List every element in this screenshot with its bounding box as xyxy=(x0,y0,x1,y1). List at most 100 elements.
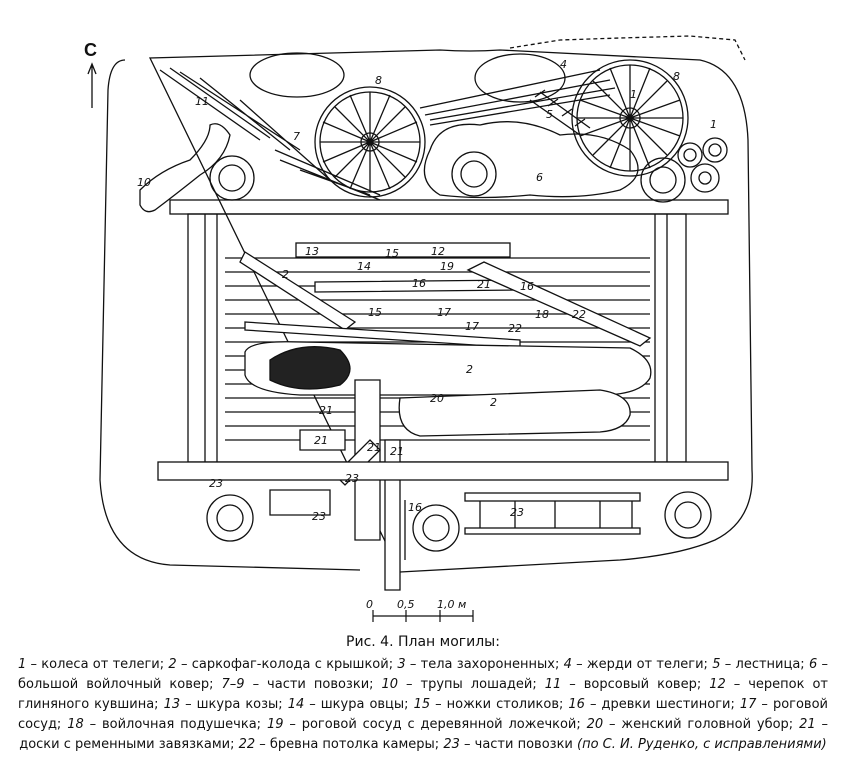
svg-text:2: 2 xyxy=(282,268,289,281)
legend-text: – саркофаг-колода с крышкой; xyxy=(176,657,398,672)
bottom-wheel-1 xyxy=(206,494,254,542)
wheel-8-right xyxy=(571,59,689,177)
legend-text: – роговой сосуд; xyxy=(18,697,828,732)
svg-text:15: 15 xyxy=(368,306,382,319)
legend-text: – древки шестиноги; xyxy=(584,697,740,712)
legend-item: 13 – шкура козы; xyxy=(164,697,288,712)
legend-item: 23 – части повозки xyxy=(443,737,577,752)
svg-text:22: 22 xyxy=(572,308,586,321)
svg-text:19: 19 xyxy=(440,260,454,273)
legend-item: 6 – большой войлочный ковер; xyxy=(18,657,828,692)
legend-text: – доски с ременными завязками; xyxy=(19,717,828,752)
legend-number: 15 xyxy=(413,697,431,712)
figure-legend: 1 – колеса от телеги; 2 – саркофаг-колод… xyxy=(18,655,828,755)
legend-number: 16 xyxy=(568,697,585,712)
felt-carpet-6 xyxy=(423,121,639,199)
svg-text:11: 11 xyxy=(195,95,209,108)
svg-text:2: 2 xyxy=(466,363,473,376)
legend-number: 22 xyxy=(238,737,256,752)
legend-item: 10 – трупы лошадей; xyxy=(382,677,545,692)
legend-item: 14 – шкура овцы; xyxy=(288,697,414,712)
legend-text: – шкура овцы; xyxy=(304,697,414,712)
small-discs-1 xyxy=(677,137,728,193)
bottom-wheel-2 xyxy=(412,504,460,552)
svg-text:1: 1 xyxy=(630,88,637,101)
north-label: С xyxy=(84,40,97,60)
legend-item: 12 – черепок от глиняного кувшина; xyxy=(18,677,828,712)
wheel-8-left xyxy=(314,86,426,198)
legend-item: 1 – колеса от телеги; xyxy=(18,657,168,672)
legend-number: 17 xyxy=(739,697,757,712)
figure-caption-title: Рис. 4. План могилы: xyxy=(346,634,500,650)
pit-outline xyxy=(99,49,753,573)
svg-text:4: 4 xyxy=(560,58,567,71)
north-arrow xyxy=(87,62,97,108)
svg-text:16: 16 xyxy=(520,280,534,293)
bottom-wheel-3 xyxy=(664,491,712,539)
legend-number: 10 xyxy=(381,677,399,692)
sarcophagus-2 xyxy=(244,341,652,396)
legend-item: 21 – доски с ременными завязками; xyxy=(19,717,828,752)
legend-item: 18 – войлочная подушечка; xyxy=(67,717,267,732)
legend-text: – большой войлочный ковер; xyxy=(18,657,828,692)
legend-number: 13 xyxy=(163,697,181,712)
pit-dashed-edge xyxy=(509,35,746,61)
svg-text:21: 21 xyxy=(319,404,333,417)
legend-number: 12 xyxy=(709,677,726,692)
legend-source-note: (по С. И. Руденко, с исправлениями) xyxy=(577,737,827,752)
svg-text:5: 5 xyxy=(546,108,553,121)
wagon-parts-lines xyxy=(274,149,381,201)
svg-text:12: 12 xyxy=(431,245,445,258)
legend-number: 14 xyxy=(287,697,305,712)
legend-number: 19 xyxy=(266,717,284,732)
legend-item: 19 – роговой сосуд с деревянной ложечкой… xyxy=(267,717,587,732)
svg-text:23: 23 xyxy=(510,506,524,519)
legend-text: – черепок от глиняного кувшина; xyxy=(18,677,828,712)
legend-text: – трупы лошадей; xyxy=(398,677,545,692)
buried-bodies-3 xyxy=(269,346,351,390)
bottom-beam xyxy=(157,461,729,481)
legend-item: 22 – бревна потолка камеры; xyxy=(239,737,444,752)
svg-text:22: 22 xyxy=(508,322,522,335)
svg-text:23: 23 xyxy=(209,477,223,490)
legend-number: 7–9 xyxy=(221,677,245,692)
legend-number: 23 xyxy=(443,737,460,752)
legend-item: 7–9 – части повозки; xyxy=(222,677,382,692)
sarcophagus-2-lower xyxy=(398,389,631,437)
legend-text: – роговой сосуд с деревянной ложечкой; xyxy=(283,717,587,732)
legend-number: 21 xyxy=(799,717,816,732)
svg-text:17: 17 xyxy=(465,320,479,333)
plank-21-lower xyxy=(299,429,346,451)
ladder-5 xyxy=(529,89,591,136)
legend-number: 4 xyxy=(563,657,572,672)
svg-text:17: 17 xyxy=(437,306,451,319)
svg-text:6: 6 xyxy=(536,171,543,184)
legend-item: 16 – древки шестиноги; xyxy=(568,697,739,712)
svg-text:16: 16 xyxy=(412,277,426,290)
mound-right xyxy=(474,53,566,103)
legend-number: 3 xyxy=(397,657,406,672)
table-23 xyxy=(464,492,641,535)
legend-text: – жерди от телеги; xyxy=(571,657,713,672)
mound-left xyxy=(249,52,345,98)
legend-item: 17 – роговой сосуд; xyxy=(18,697,828,732)
svg-text:15: 15 xyxy=(385,247,399,260)
scale-bar: 0 0,5 1,0 м xyxy=(366,598,474,622)
svg-text:23: 23 xyxy=(312,510,326,523)
legend-item: 5 – лестница; xyxy=(712,657,809,672)
legend-text: – колеса от телеги; xyxy=(26,657,169,672)
svg-text:10: 10 xyxy=(137,176,151,189)
legend-text: – шкура козы; xyxy=(180,697,288,712)
legend-number: 20 xyxy=(586,717,604,732)
legend-item: 4 – жерди от телеги; xyxy=(564,657,713,672)
svg-text:23: 23 xyxy=(345,472,359,485)
svg-text:8: 8 xyxy=(375,74,382,87)
legend-text: – лестница; xyxy=(720,657,809,672)
scale-tick-0: 0 xyxy=(366,598,373,611)
svg-text:2: 2 xyxy=(490,396,497,409)
cart-wheel-small-2 xyxy=(209,155,255,201)
legend-number: 5 xyxy=(712,657,721,672)
svg-text:20: 20 xyxy=(430,392,444,405)
svg-text:21: 21 xyxy=(390,445,404,458)
